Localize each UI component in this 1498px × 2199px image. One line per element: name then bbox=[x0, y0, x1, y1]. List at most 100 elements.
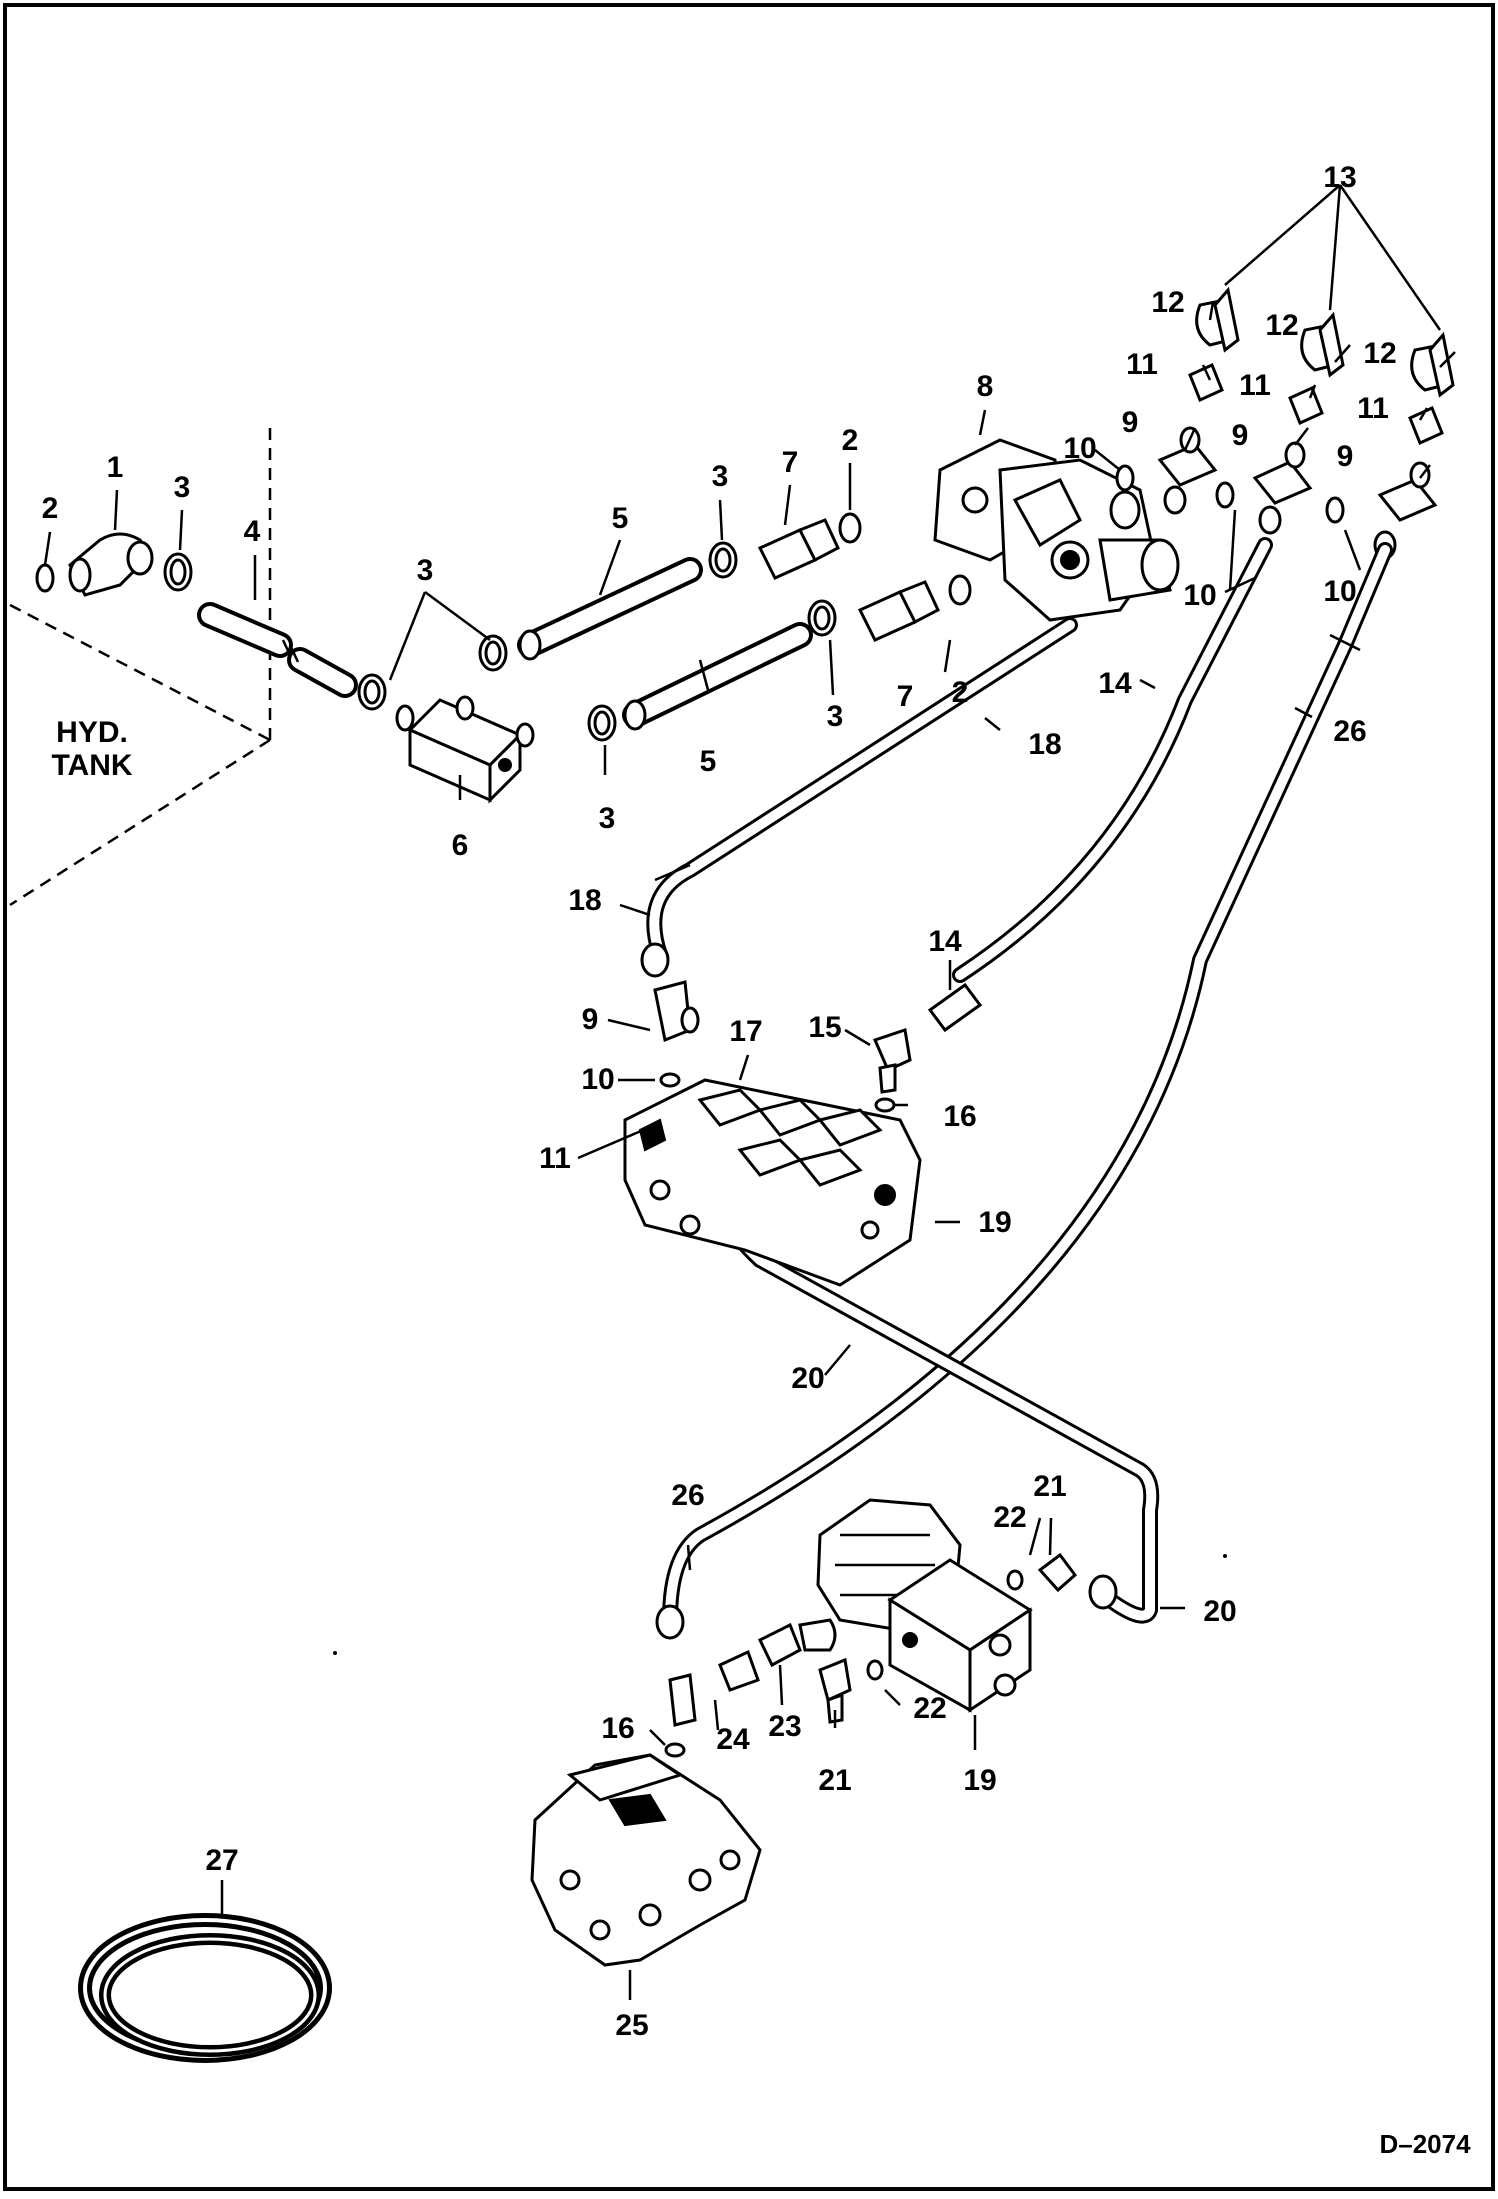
o-ring-22-lower bbox=[866, 1659, 884, 1681]
callout-10: 10 bbox=[1063, 432, 1096, 465]
elbow-23 bbox=[758, 1618, 837, 1668]
callout-22: 22 bbox=[913, 1692, 946, 1725]
callout-labels: 2 1 3 4 3 5 3 7 2 8 10 9 11 12 13 12 11 … bbox=[42, 161, 1397, 2042]
callout-26: 26 bbox=[1333, 715, 1366, 748]
callout-19: 19 bbox=[978, 1206, 1011, 1239]
callout-2: 2 bbox=[42, 492, 59, 525]
tee-9-a bbox=[1157, 426, 1218, 515]
hose-clamp-3-left bbox=[163, 552, 193, 592]
tank-label-line1: HYD. bbox=[56, 716, 128, 749]
callout-11: 11 bbox=[539, 1142, 571, 1175]
callout-20: 20 bbox=[1203, 1595, 1236, 1628]
hose-14 bbox=[927, 537, 1273, 1033]
manifold-19 bbox=[887, 1558, 1033, 1713]
callout-3: 3 bbox=[712, 460, 729, 493]
hose-clamp-3-lower bbox=[587, 704, 617, 742]
tee-9-valve bbox=[653, 980, 700, 1043]
hose-clamp-3-upper bbox=[478, 634, 508, 672]
callout-9: 9 bbox=[1337, 440, 1354, 473]
hose-clamp-3-tank bbox=[357, 673, 387, 711]
callout-12: 12 bbox=[1265, 309, 1298, 342]
callout-14: 14 bbox=[928, 925, 962, 958]
callout-2: 2 bbox=[842, 424, 859, 457]
callout-26: 26 bbox=[671, 1479, 704, 1512]
callout-1: 1 bbox=[107, 451, 124, 484]
callout-9: 9 bbox=[1232, 419, 1249, 452]
hose-clamp-3-pump-upper bbox=[708, 541, 738, 579]
adapter-7-lower bbox=[857, 580, 940, 642]
hose-5-upper bbox=[517, 557, 703, 661]
hydraulic-tank bbox=[9, 420, 272, 907]
callout-16: 16 bbox=[943, 1100, 976, 1133]
hose-18 bbox=[640, 617, 1078, 978]
coupler-12-a bbox=[1195, 286, 1240, 353]
callout-9: 9 bbox=[1122, 406, 1139, 439]
callout-17: 17 bbox=[729, 1015, 762, 1048]
o-ring-16-lower bbox=[664, 1742, 686, 1758]
callout-18: 18 bbox=[568, 884, 601, 917]
callout-3: 3 bbox=[599, 802, 616, 835]
callout-11: 11 bbox=[1239, 369, 1271, 402]
callout-14: 14 bbox=[1098, 667, 1132, 700]
callout-5: 5 bbox=[612, 502, 629, 535]
tank-label-line2: TANK bbox=[51, 749, 132, 782]
elbow-15 bbox=[872, 1028, 912, 1094]
callout-15: 15 bbox=[808, 1011, 841, 1044]
hose-4 bbox=[197, 602, 358, 698]
callout-27: 27 bbox=[205, 1844, 238, 1877]
hose-clamp-3-pump-lower bbox=[807, 599, 837, 637]
elbow-21-upper bbox=[1037, 1552, 1078, 1593]
elbow-fitting-1 bbox=[68, 532, 154, 597]
leader-lines bbox=[43, 184, 1456, 2000]
callout-22: 22 bbox=[993, 1501, 1026, 1534]
callout-25: 25 bbox=[615, 2009, 648, 2042]
callout-23: 23 bbox=[768, 1710, 801, 1743]
callout-21: 21 bbox=[818, 1764, 851, 1797]
callout-8: 8 bbox=[977, 370, 994, 403]
callout-11: 11 bbox=[1357, 392, 1389, 425]
o-ring-2-upper bbox=[838, 512, 862, 544]
callout-10: 10 bbox=[1183, 579, 1216, 612]
callout-18: 18 bbox=[1028, 728, 1061, 761]
tee-9-b bbox=[1252, 441, 1313, 535]
elbow-21-lower bbox=[818, 1657, 852, 1724]
adapter-7-upper bbox=[757, 518, 840, 580]
callout-7: 7 bbox=[897, 680, 914, 713]
adapter-24 bbox=[668, 1649, 760, 1727]
hose-5-lower bbox=[622, 622, 813, 731]
callout-16: 16 bbox=[601, 1712, 634, 1745]
callout-7: 7 bbox=[782, 446, 799, 479]
callout-20: 20 bbox=[791, 1362, 824, 1395]
control-valve-25 bbox=[530, 1753, 762, 1967]
o-ring-10-b bbox=[1215, 481, 1235, 509]
hydraulic-pump-8 bbox=[933, 438, 1180, 622]
callout-21: 21 bbox=[1033, 1470, 1066, 1503]
o-ring-2-left bbox=[35, 563, 55, 593]
o-ring-22-upper bbox=[1006, 1569, 1024, 1591]
control-valve-17 bbox=[623, 1078, 922, 1287]
callout-3: 3 bbox=[827, 700, 844, 733]
hose-coil-27 bbox=[78, 1913, 332, 2063]
o-ring-10-c bbox=[1325, 496, 1345, 524]
callout-5: 5 bbox=[700, 745, 717, 778]
coupler-12-c bbox=[1410, 331, 1455, 398]
callout-9: 9 bbox=[582, 1003, 599, 1036]
callout-13: 13 bbox=[1323, 161, 1356, 194]
callout-24: 24 bbox=[716, 1723, 750, 1756]
callout-10: 10 bbox=[581, 1063, 614, 1096]
callout-12: 12 bbox=[1151, 286, 1184, 319]
drawing-number: D–2074 bbox=[1379, 2129, 1471, 2159]
adapter-11-b bbox=[1288, 385, 1324, 426]
coupler-12-b bbox=[1300, 311, 1345, 378]
hose-26 bbox=[655, 542, 1393, 1640]
callout-10: 10 bbox=[1323, 575, 1356, 608]
callout-19: 19 bbox=[963, 1764, 996, 1797]
callout-3: 3 bbox=[417, 554, 434, 587]
o-ring-10-valve bbox=[659, 1072, 681, 1088]
drawing-border bbox=[3, 3, 1495, 2191]
callout-11: 11 bbox=[1126, 348, 1158, 381]
callout-6: 6 bbox=[452, 829, 469, 862]
tee-block-6 bbox=[395, 695, 535, 804]
o-ring-10-a bbox=[1115, 464, 1135, 492]
